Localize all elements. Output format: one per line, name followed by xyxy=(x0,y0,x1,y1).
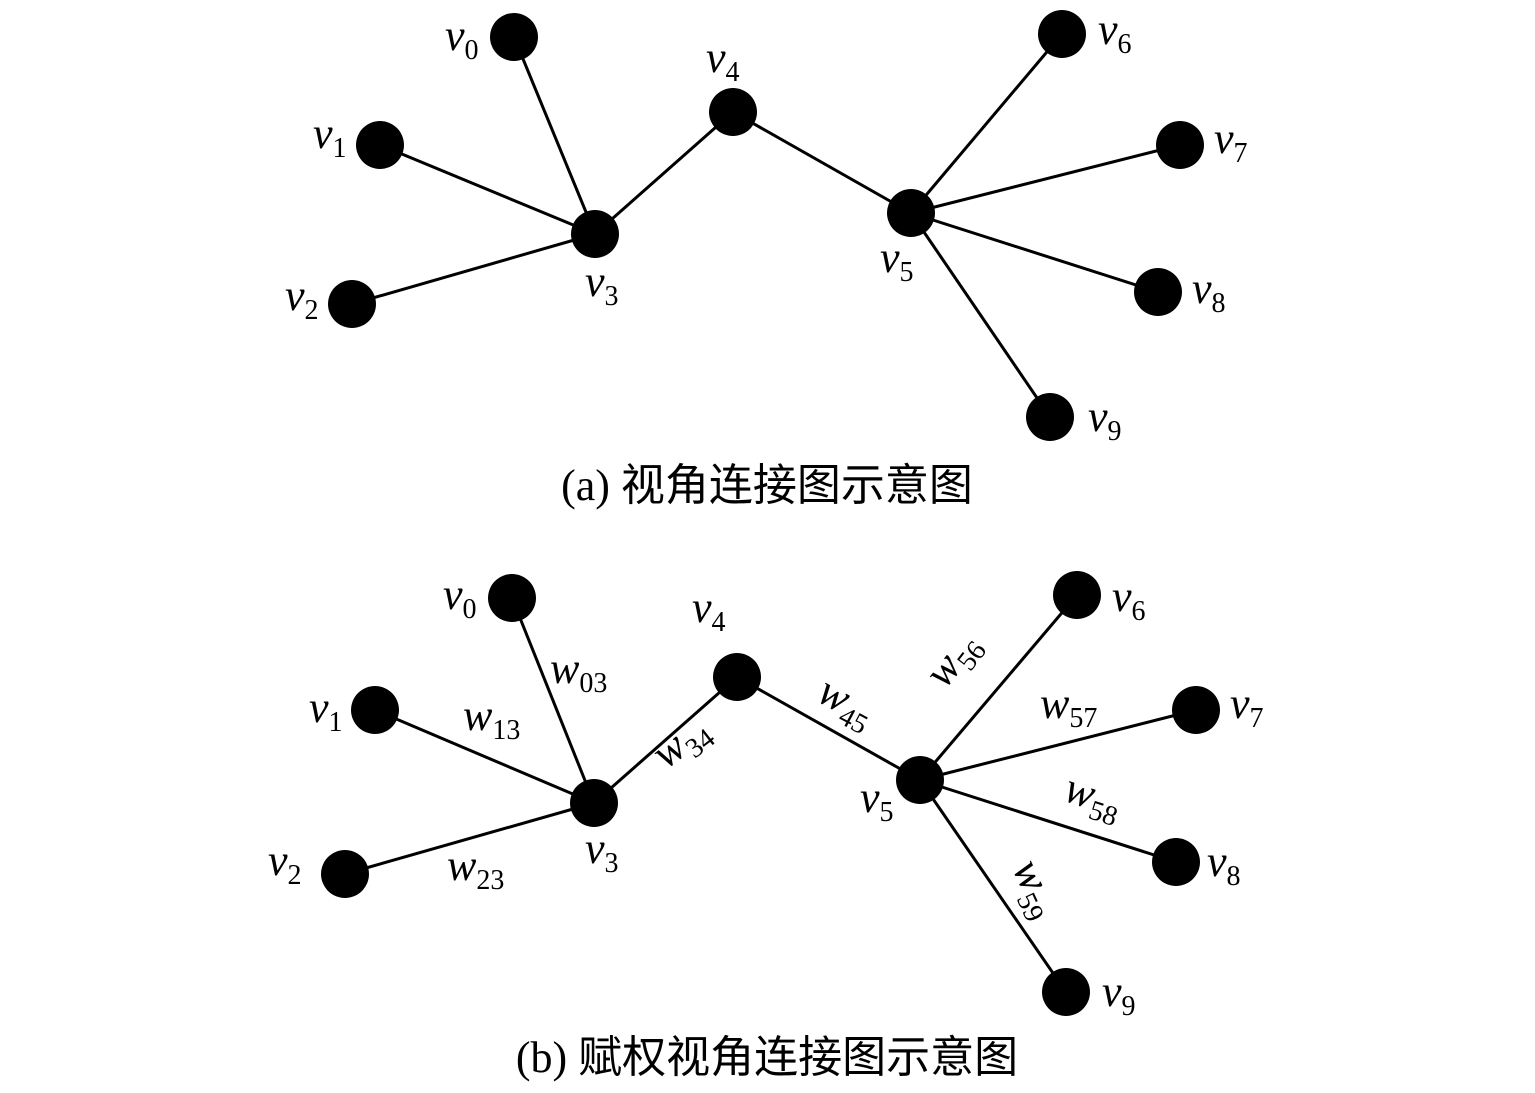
node-v1 xyxy=(351,686,399,734)
node-label-v1: v1 xyxy=(313,109,347,164)
node-v5 xyxy=(887,189,935,237)
node-label-v9: v9 xyxy=(1102,967,1136,1022)
node-label-v2: v2 xyxy=(285,271,319,326)
weight-label-w34: w34 xyxy=(642,704,721,783)
edge-v5-v8 xyxy=(910,211,1159,294)
edge-v5-v7 xyxy=(919,708,1197,782)
edge-v5-v9 xyxy=(918,779,1068,993)
node-v6 xyxy=(1038,10,1086,58)
edges-b xyxy=(344,594,1197,993)
edge-v0-v3 xyxy=(510,597,596,804)
edge-v1-v3 xyxy=(379,143,596,236)
node-label-v3: v3 xyxy=(585,824,619,879)
node-label-v8: v8 xyxy=(1192,264,1226,319)
node-v9 xyxy=(1042,968,1090,1016)
node-label-v6: v6 xyxy=(1112,572,1146,627)
node-label-v0: v0 xyxy=(445,11,479,66)
panel-a: v0 v1 v2 v3 v4 v5 v6 v7 v8 v9 (a) 视角连接图示意图 xyxy=(285,5,1248,510)
edge-v1-v3 xyxy=(374,708,595,805)
node-v1 xyxy=(356,121,404,169)
weight-label-w03: w03 xyxy=(550,644,607,699)
node-label-v3: v3 xyxy=(585,257,619,312)
weight-label-w23: w23 xyxy=(447,841,504,896)
edge-v4-v5 xyxy=(732,110,912,215)
edge-v5-v8 xyxy=(919,778,1177,864)
edges-a xyxy=(351,33,1181,418)
edge-v2-v3 xyxy=(344,801,595,876)
edge-v3-v4 xyxy=(594,110,734,236)
node-v7 xyxy=(1156,121,1204,169)
node-v0 xyxy=(490,13,538,61)
node-label-v4: v4 xyxy=(692,583,726,638)
node-v0 xyxy=(488,574,536,622)
labels-b: v0 v1 v2 v3 v4 v5 v6 v7 v8 v9 xyxy=(268,570,1264,1022)
edge-v5-v6 xyxy=(909,33,1064,214)
edge-v3-v4 xyxy=(593,675,738,805)
node-label-v9: v9 xyxy=(1088,392,1122,447)
caption-b: (b) 赋权视角连接图示意图 xyxy=(516,1033,1018,1082)
node-label-v7: v7 xyxy=(1230,679,1264,734)
node-v5 xyxy=(896,756,944,804)
edge-v2-v3 xyxy=(351,232,596,306)
node-v7 xyxy=(1172,686,1220,734)
weight-label-w13: w13 xyxy=(463,691,520,746)
node-label-v5: v5 xyxy=(880,233,914,288)
edge-v5-v9 xyxy=(909,212,1052,418)
weight-label-w59: w59 xyxy=(997,852,1071,927)
nodes-a xyxy=(328,10,1204,441)
node-v2 xyxy=(321,850,369,898)
node-v3 xyxy=(570,779,618,827)
node-label-v6: v6 xyxy=(1098,5,1132,60)
labels-a: v0 v1 v2 v3 v4 v5 v6 v7 v8 v9 xyxy=(285,5,1248,447)
node-label-v4: v4 xyxy=(706,33,740,88)
weight-label-w45: w45 xyxy=(807,666,883,741)
node-v4 xyxy=(713,653,761,701)
weight-label-w57: w57 xyxy=(1040,679,1097,734)
node-v8 xyxy=(1134,268,1182,316)
node-label-v1: v1 xyxy=(309,683,343,738)
weight-label-w58: w58 xyxy=(1057,763,1129,833)
weights-b: w03 w13 w23 w34 w45 w56 w57 w58 w59 xyxy=(447,621,1129,927)
node-v2 xyxy=(328,280,376,328)
node-label-v5: v5 xyxy=(860,773,894,828)
node-v9 xyxy=(1026,393,1074,441)
node-v8 xyxy=(1152,838,1200,886)
weight-label-w56: w56 xyxy=(914,621,993,700)
nodes-b xyxy=(321,571,1220,1016)
edge-v0-v3 xyxy=(512,36,597,235)
node-label-v0: v0 xyxy=(443,570,477,625)
node-v4 xyxy=(709,88,757,136)
edge-v4-v5 xyxy=(736,675,921,782)
caption-a: (a) 视角连接图示意图 xyxy=(561,461,973,510)
edge-v5-v6 xyxy=(918,594,1079,781)
node-v6 xyxy=(1053,571,1101,619)
node-label-v8: v8 xyxy=(1207,837,1241,892)
node-label-v2: v2 xyxy=(268,836,302,891)
node-v3 xyxy=(571,210,619,258)
edge-v5-v7 xyxy=(910,143,1181,215)
node-label-v7: v7 xyxy=(1214,114,1248,169)
